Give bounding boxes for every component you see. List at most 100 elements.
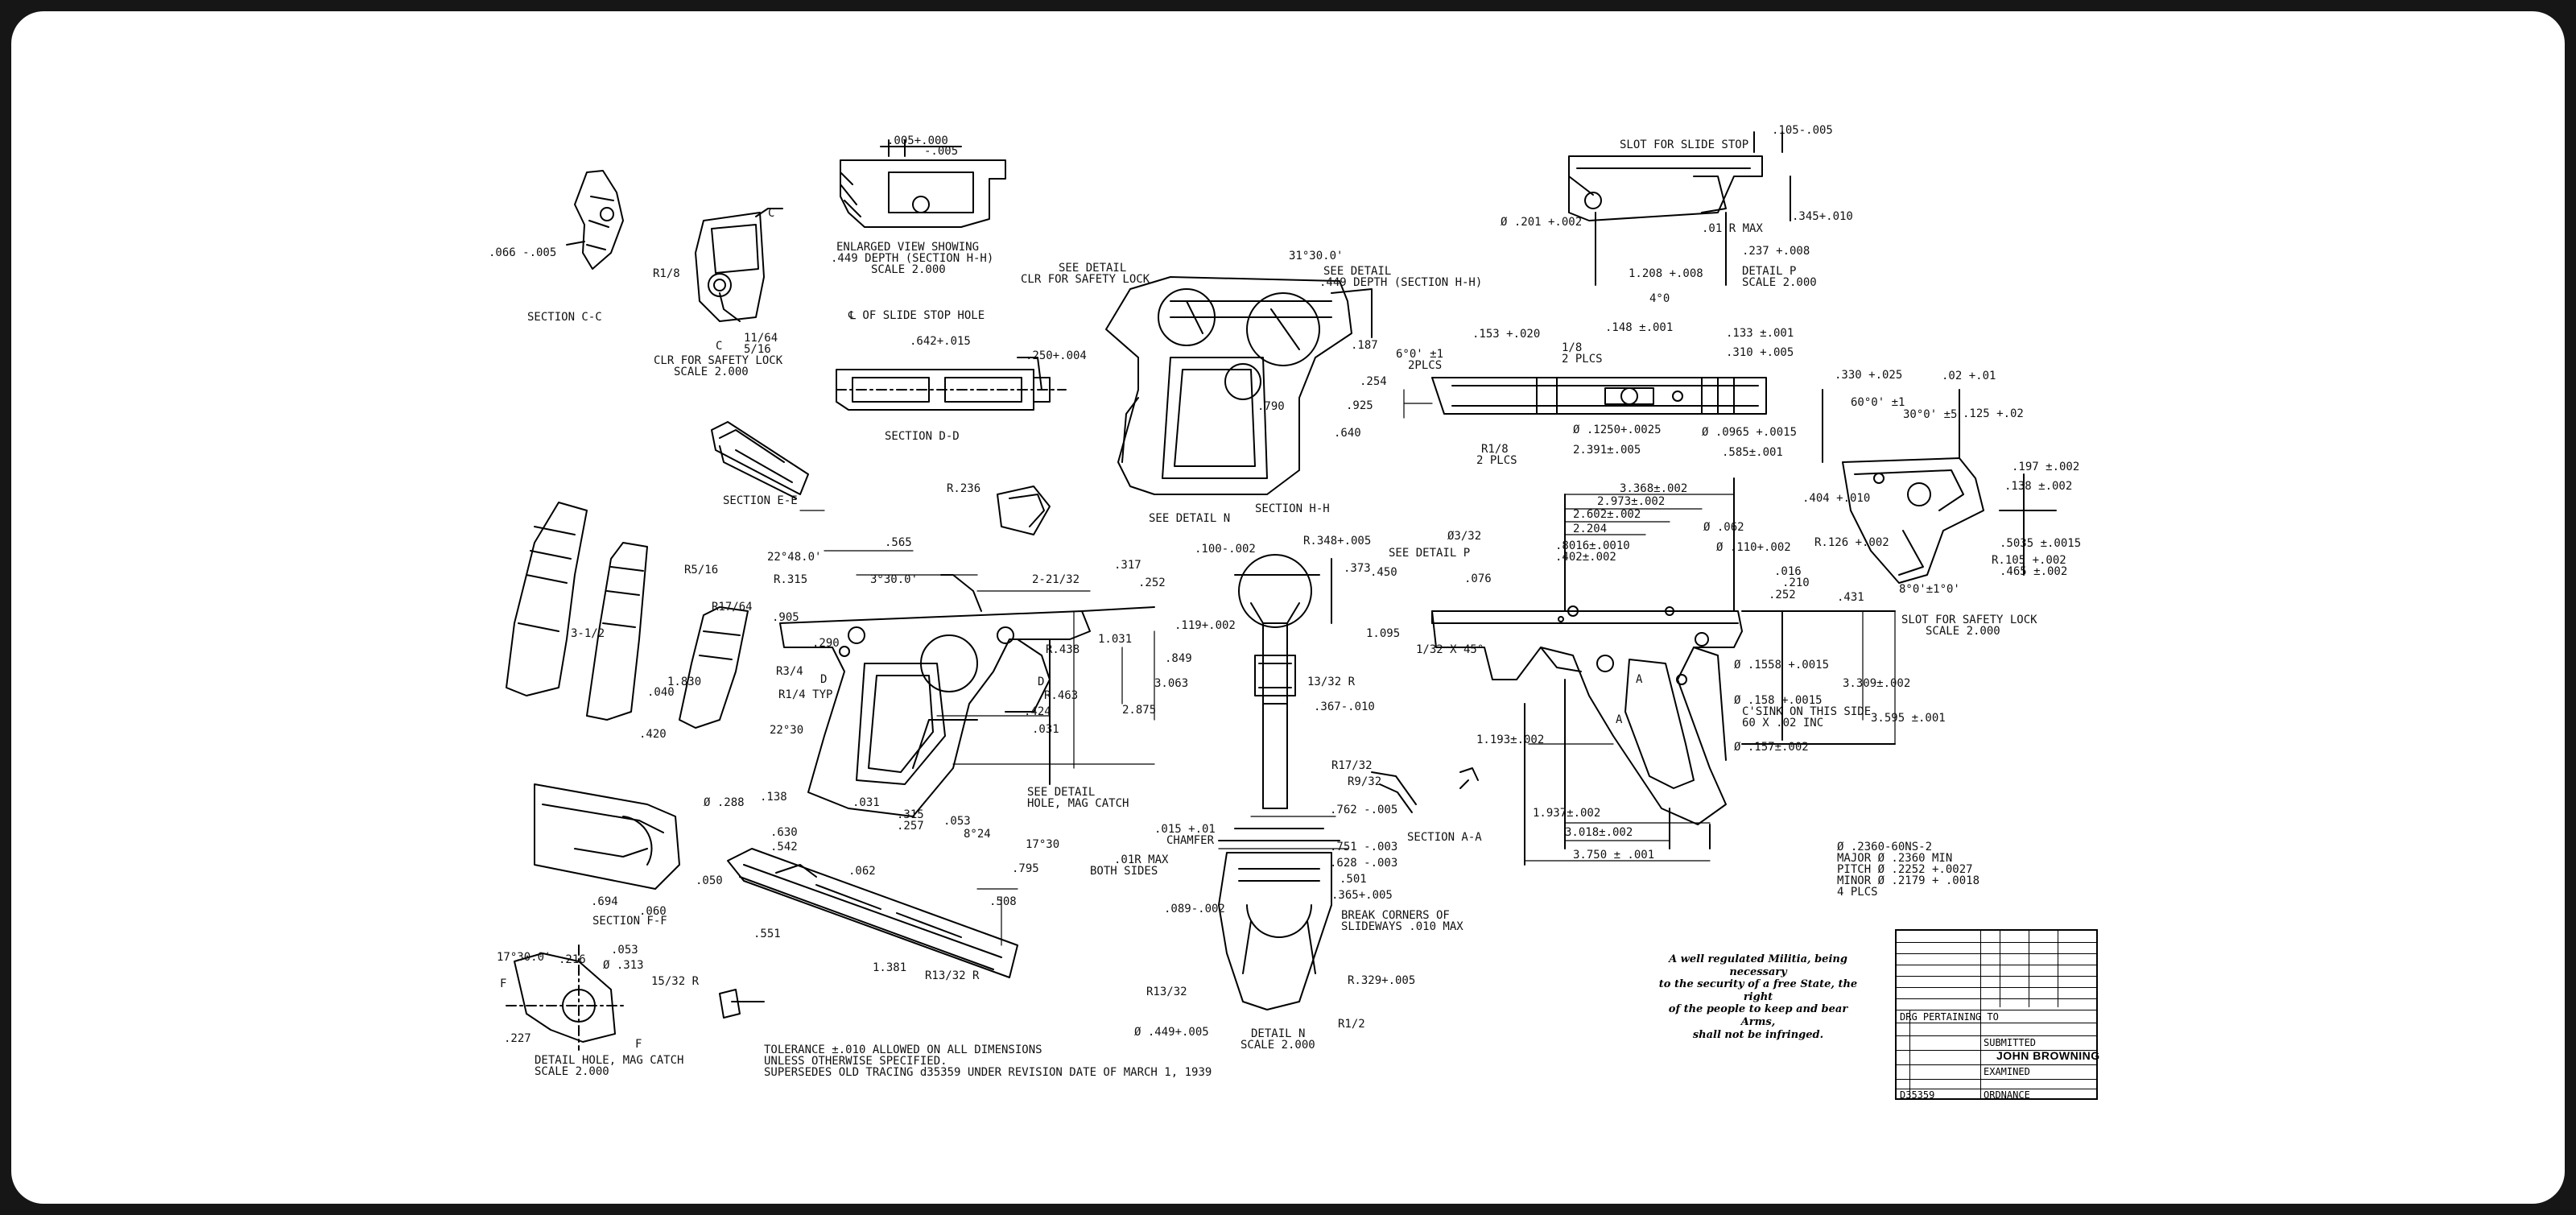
dim-050: .050 (696, 874, 723, 887)
r18-cc: R1/8 (653, 267, 680, 280)
drg-pertaining-label: DRG PERTAINING TO (1900, 1011, 1999, 1023)
slot-safety-label: SLOT FOR SAFETY LOCK (1901, 614, 2037, 626)
dim-016: .016 (1774, 565, 1802, 578)
cl-slide-stop-label: ℄ OF SLIDE STOP HOLE (848, 309, 985, 322)
dim-148: .148 ±.001 (1605, 321, 1674, 334)
dim-925: .925 (1346, 399, 1373, 412)
dim-3750: 3.750 ± .001 (1573, 849, 1655, 862)
angle-17-30: 17°30 (1026, 838, 1060, 851)
plcs2a: 2 PLCS (1562, 353, 1603, 366)
dim-0965: Ø .0965 +.0015 (1702, 426, 1798, 439)
detail-hole-label: DETAIL HOLE, MAG CATCH (535, 1054, 684, 1067)
dim-053b: .053 (611, 944, 638, 957)
section-ee-label: SECTION E-E (723, 494, 798, 507)
dim-330: .330 +.025 (1835, 369, 1903, 382)
dim-3595: 3.595 ±.001 (1871, 712, 1946, 725)
clr-safety-lock2: CLR FOR SAFETY LOCK (1021, 273, 1150, 286)
dim-365: .365+.005 (1331, 889, 1393, 902)
dim-216: .216 (559, 953, 586, 966)
scale-label: SCALE 2.000 (674, 366, 749, 378)
mark-c2: C (716, 340, 723, 353)
plcs4-label: 4 PLCS (1837, 886, 1878, 899)
angle-31: 31°30.0' (1289, 250, 1344, 262)
dim-r1764: R17/64 (712, 601, 753, 614)
scale-safety-label: SCALE 2.000 (1926, 625, 2000, 638)
dim-5035: .5035 ±.0015 (2000, 537, 2082, 550)
dim-8016: .8016±.0010 (1555, 539, 1630, 552)
dim-450: .450 (1370, 566, 1397, 579)
dim-424: .424 (1024, 705, 1051, 718)
dim-565: .565 (885, 536, 912, 549)
dim-197: .197 ±.002 (2012, 461, 2080, 473)
angle-8-24: 8°24 (964, 828, 991, 841)
dim-062: Ø .062 (1703, 521, 1744, 534)
section-hh-label: SECTION H-H (1255, 502, 1330, 515)
dim-18: 1/8 (1562, 341, 1583, 354)
dim-089: .089-.002 (1164, 903, 1225, 915)
dim-2-2132: 2-21/32 (1032, 573, 1080, 586)
dim-542: .542 (770, 841, 798, 853)
chamfer-label: CHAMFER (1166, 834, 1215, 847)
examined-label: EXAMINED (1984, 1066, 2030, 1077)
dim-3063: 3.063 (1154, 677, 1189, 690)
mark-c1: C (768, 207, 775, 220)
dim-313: Ø .313 (603, 959, 644, 972)
drawing-number: D35359 (1900, 1089, 1935, 1101)
dim-062b: .062 (848, 865, 876, 878)
dim-227: .227 (504, 1032, 531, 1045)
frame-side-view (1431, 477, 1896, 866)
dim-066: .066 -.005 (489, 246, 557, 259)
angle-22-48: 22°48.0' (767, 551, 822, 564)
dim-r34: R3/4 (776, 665, 803, 678)
dim-849: .849 (1165, 652, 1192, 665)
dim-r438: R.438 (1046, 643, 1080, 656)
dim-345: .345+.010 (1792, 210, 1853, 223)
dim-1250: Ø .1250+.0025 (1573, 424, 1662, 436)
dim-290: .290 (812, 637, 840, 650)
angle-8: 8°0'±1°0' (1899, 583, 1960, 596)
dim-1208: 1.208 +.008 (1629, 267, 1703, 280)
section-ee-part (711, 421, 809, 499)
dim-r105: R.105 +.002 (1992, 554, 2066, 567)
dim-1031: 1.031 (1098, 633, 1133, 646)
pitch-label: PITCH Ø .2252 +.0027 (1837, 863, 1973, 876)
dim-640: .640 (1334, 427, 1361, 440)
second-amendment-quote: A well regulated Militia, being necessar… (1653, 953, 1863, 1041)
mark-a1: A (1636, 673, 1643, 686)
slot-slide-stop-label: SLOT FOR SLIDE STOP (1620, 138, 1749, 151)
mag-catch-detail (506, 944, 765, 1051)
dim-153: .153 +.020 (1472, 328, 1541, 341)
dim-1164: 11/64 (744, 332, 778, 345)
major-label: MAJOR Ø .2360 MIN (1837, 852, 1953, 865)
dim-110: Ø .110+.002 (1716, 541, 1791, 554)
dim-1193: 1.193±.002 (1476, 734, 1545, 746)
detail-n-part (1218, 828, 1340, 1010)
angle-60: 60°0' ±1 (1851, 396, 1905, 409)
dim-210: .210 (1782, 577, 1810, 589)
tolerance-note: TOLERANCE ±.010 ALLOWED ON ALL DIMENSION… (764, 1043, 1042, 1056)
dim-795: .795 (1012, 862, 1039, 875)
dim-132x45: 1/32 X 45° (1416, 643, 1484, 656)
dim-r1332b: R13/32 (1146, 986, 1187, 998)
csink-label: C'SINK ON THIS SIDE (1742, 705, 1872, 718)
dim-449: Ø .449+.005 (1134, 1026, 1209, 1039)
dim-1332r: 13/32 R (1307, 676, 1356, 688)
minor-label: MINOR Ø .2179 + .0018 (1837, 874, 1980, 887)
dim-431: .431 (1837, 591, 1864, 604)
dim-762: .762 -.005 (1330, 804, 1398, 816)
angle-6: 6°0' ±1 (1396, 348, 1444, 361)
dimension-lines (799, 389, 1896, 946)
dim-138: .138 ±.002 (2004, 480, 2073, 493)
frame-perspective-part (1105, 276, 1373, 495)
dim-790: .790 (1257, 400, 1285, 413)
dim-508: .508 (989, 895, 1017, 908)
dim-01r: .01 R MAX (1702, 222, 1763, 235)
dim-2875: 2.875 (1122, 704, 1157, 717)
plcs2b: 2PLCS (1408, 359, 1443, 372)
dim-252: .252 (1138, 577, 1166, 589)
dim-373: .373 (1344, 562, 1371, 575)
both-sides-label: BOTH SIDES (1090, 865, 1158, 878)
angle-30: 30°0' ±5 (1903, 408, 1958, 421)
scale-p-label: SCALE 2.000 (1742, 276, 1817, 289)
dim-1937: 1.937±.002 (1533, 807, 1601, 820)
